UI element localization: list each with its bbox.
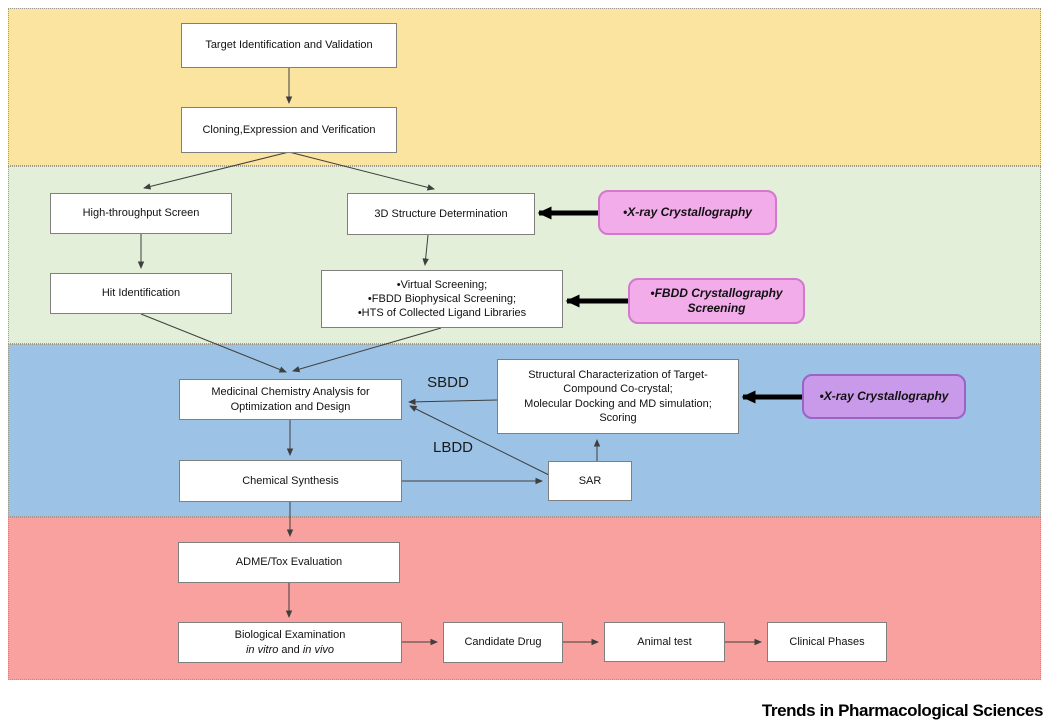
box-label: Chemical Synthesis (242, 474, 339, 487)
box-target-identification: Target Identification and Validation (181, 23, 397, 68)
box-chemical-synthesis: Chemical Synthesis (179, 460, 402, 502)
callout-label: •X-ray Crystallography (819, 389, 949, 403)
box-label-line: •FBDD Biophysical Screening; (367, 292, 517, 305)
callout-xray-crystallography-1: •X-ray Crystallography (598, 190, 777, 235)
box-high-throughput-screen: High-throughput Screen (50, 193, 232, 234)
box-label: Hit Identification (101, 287, 181, 300)
box-hit-identification: Hit Identification (50, 273, 232, 314)
box-label: 3D Structure Determination (374, 207, 508, 220)
box-label: Candidate Drug (464, 636, 542, 649)
arrow-cloning-to-structure (288, 151, 435, 191)
box-label-line: Scoring (599, 411, 637, 424)
box-label-line: Medicinal Chemistry Analysis for (211, 386, 370, 399)
box-candidate-drug: Candidate Drug (443, 622, 563, 663)
box-label: ADME/Tox Evaluation (235, 556, 343, 569)
box-label-line: Biological Examination (234, 629, 346, 642)
box-structural-characterization: Structural Characterization of Target- C… (497, 359, 739, 434)
box-label: SAR (578, 474, 602, 487)
arrow-lbdd-sar-to-medicinal (409, 405, 552, 477)
box-label: Clinical Phases (789, 635, 865, 648)
box-adme-tox: ADME/Tox Evaluation (178, 542, 400, 583)
arrow-sbdd-structural-to-medicinal (408, 398, 498, 406)
box-label-line: •HTS of Collected Ligand Libraries (357, 307, 527, 320)
box-label-line: •Virtual Screening; (396, 278, 488, 291)
box-cloning-expression: Cloning,Expression and Verification (181, 107, 397, 153)
box-label: High-throughput Screen (82, 207, 200, 220)
box-label-line: Structural Characterization of Target- (528, 368, 708, 381)
journal-title: Trends in Pharmacological Sciences (761, 701, 1044, 720)
label-lbdd: LBDD (432, 439, 473, 456)
box-medicinal-chemistry: Medicinal Chemistry Analysis for Optimiz… (179, 379, 402, 420)
callout-label-line: •FBDD Crystallography (650, 286, 783, 300)
box-structure-determination: 3D Structure Determination (347, 193, 535, 235)
callout-label-line: Screening (687, 301, 746, 315)
box-label-line: Compound Co-crystal; (563, 383, 673, 396)
label-sbdd: SBDD (427, 374, 469, 391)
box-biological-examination: Biological Examination in vitro and in v… (178, 622, 402, 663)
box-label: Target Identification and Validation (205, 39, 373, 52)
box-sar: SAR (548, 461, 632, 501)
italic-in-vitro: in vitro (245, 643, 279, 656)
arrow-structure-to-screening (422, 234, 429, 266)
box-screening-methods: •Virtual Screening; •FBDD Biophysical Sc… (321, 270, 563, 328)
box-label: Animal test (637, 635, 692, 648)
label-and: and (278, 643, 303, 656)
stage-band-discovery (8, 8, 1041, 166)
callout-label: •X-ray Crystallography (623, 205, 752, 219)
box-label-line: in vitro and in vivo (246, 643, 334, 657)
callout-fbdd-crystallography: •FBDD Crystallography Screening (628, 278, 805, 324)
italic-in-vivo: in vivo (302, 643, 335, 656)
box-clinical-phases: Clinical Phases (767, 622, 887, 662)
box-animal-test: Animal test (604, 622, 725, 662)
callout-xray-crystallography-2: •X-ray Crystallography (802, 374, 966, 419)
box-label-line: Optimization and Design (230, 400, 351, 413)
arrow-cloning-to-hts (143, 151, 290, 190)
box-label-line: Molecular Docking and MD simulation; (524, 397, 712, 410)
box-label: Cloning,Expression and Verification (202, 123, 376, 136)
arrow-hit-to-medicinal (140, 313, 287, 373)
arrow-screening-to-medicinal (292, 327, 442, 373)
